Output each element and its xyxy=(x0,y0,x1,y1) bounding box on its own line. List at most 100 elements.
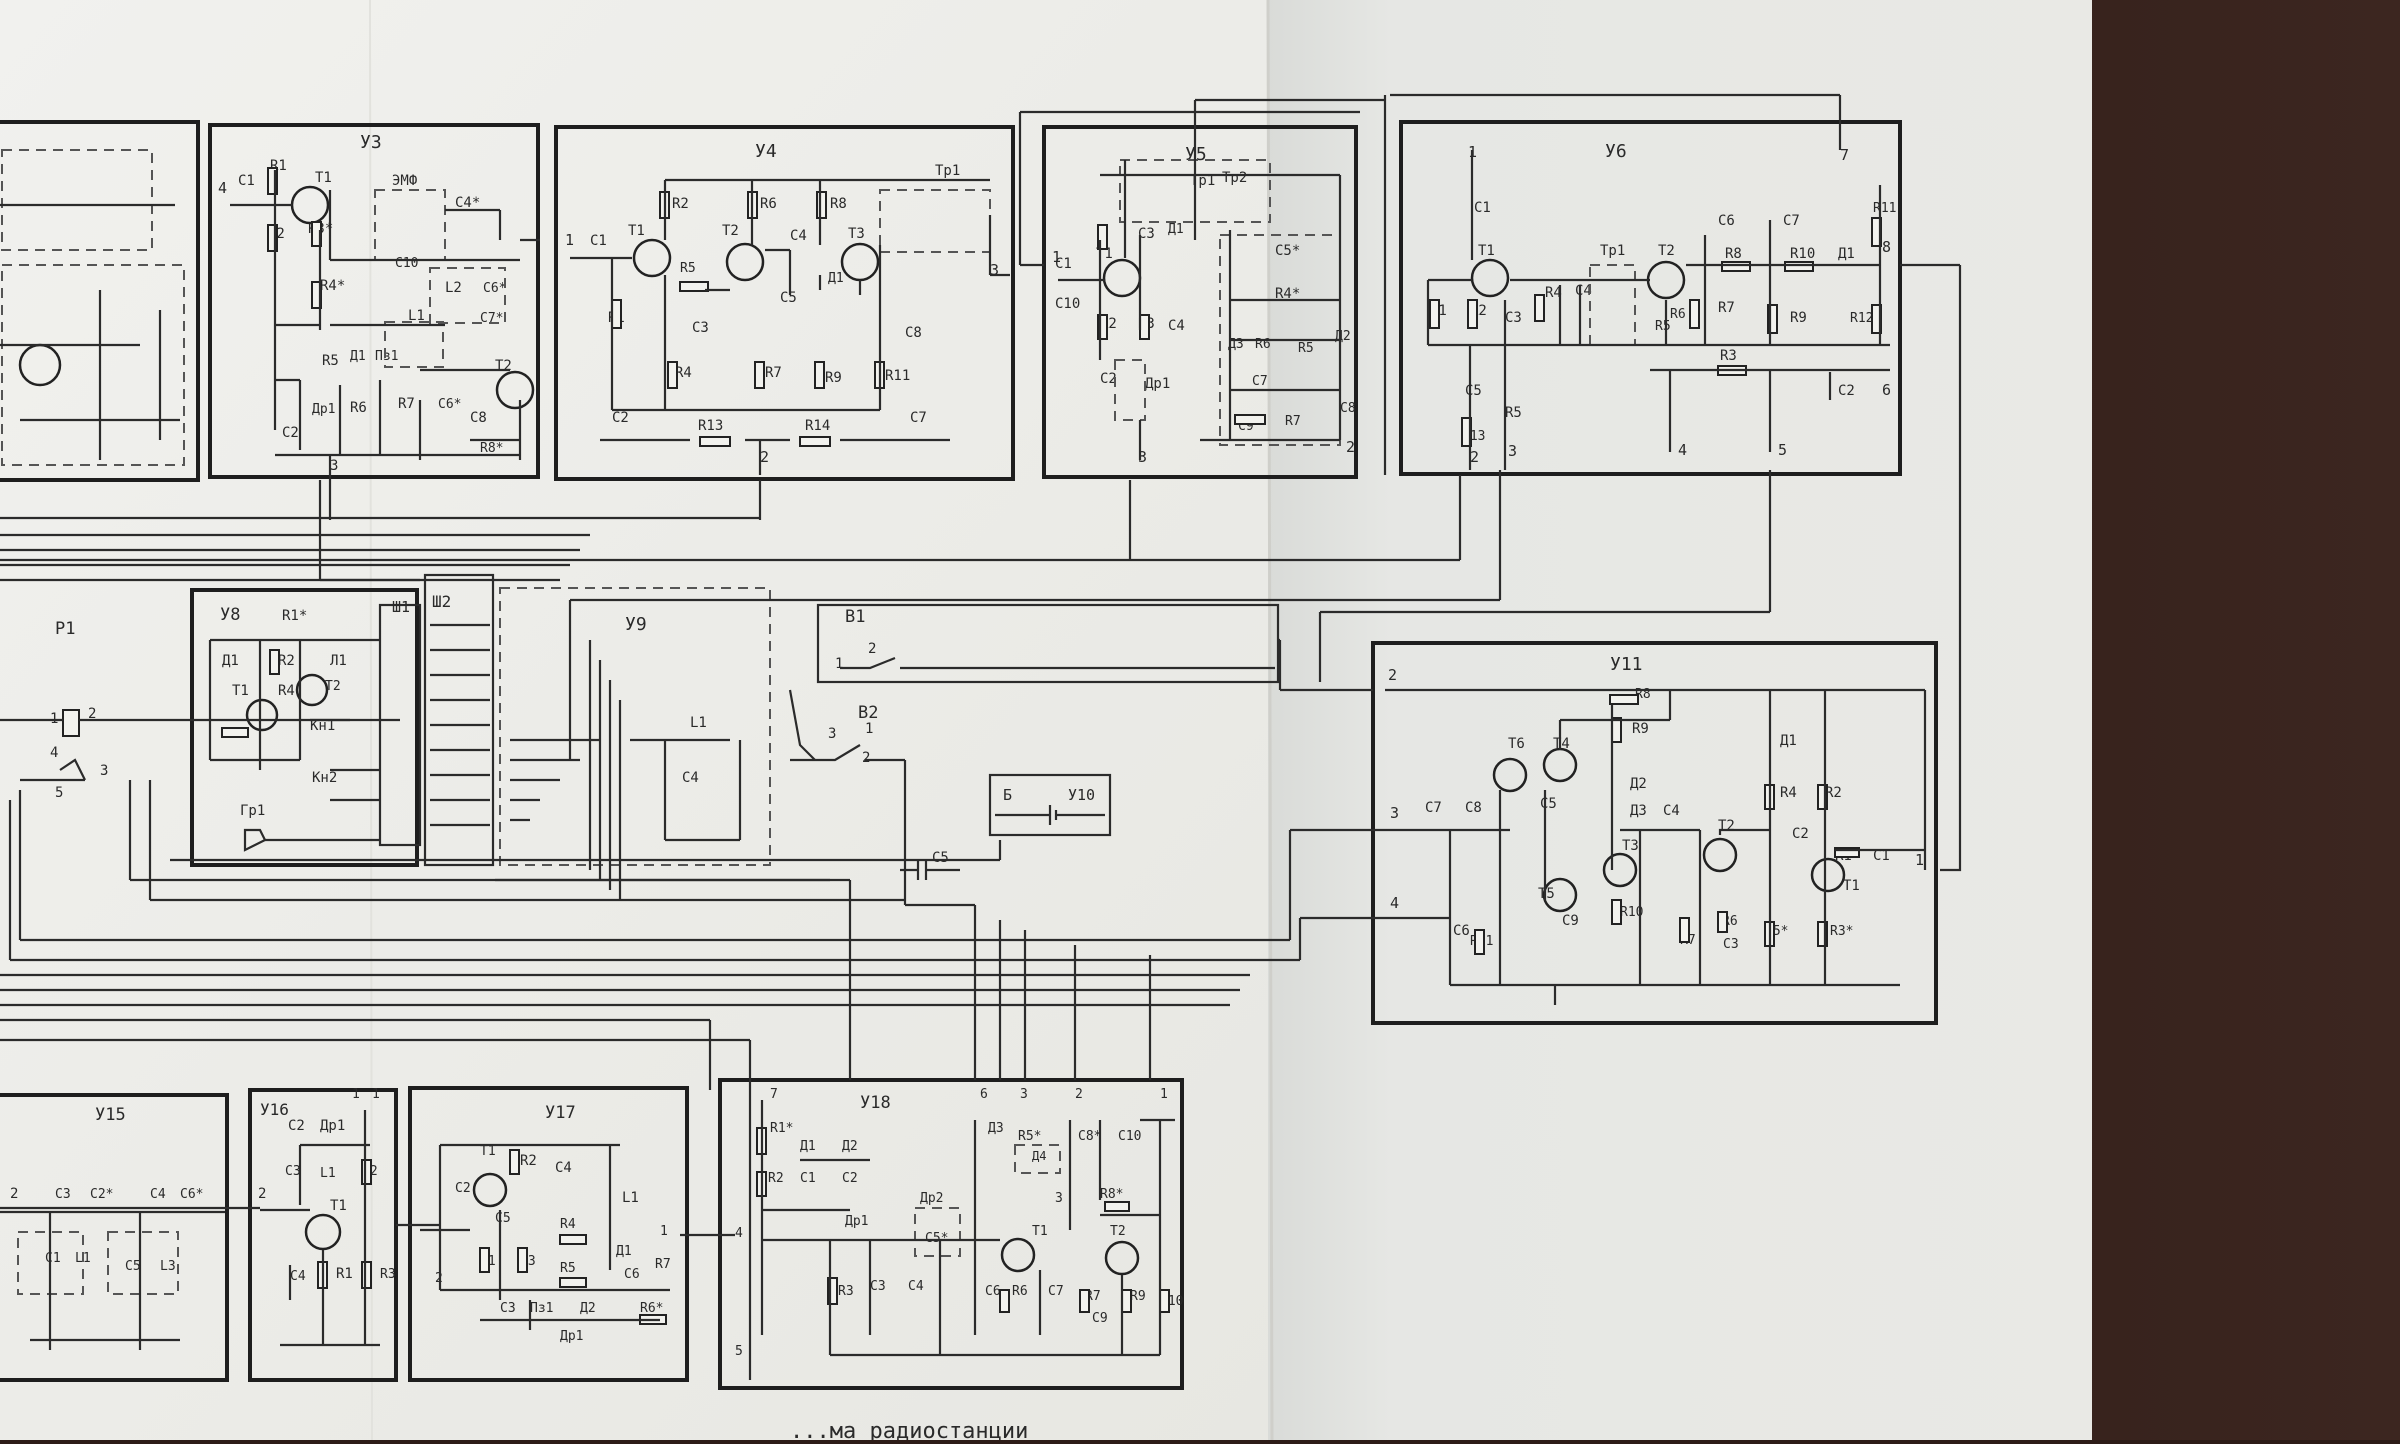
svg-text:L3: L3 xyxy=(160,1259,176,1274)
svg-text:R4: R4 xyxy=(278,683,295,699)
svg-text:С9: С9 xyxy=(1562,913,1579,929)
svg-text:Т1: Т1 xyxy=(628,223,645,239)
svg-text:Т1: Т1 xyxy=(1032,1224,1048,1239)
svg-text:8: 8 xyxy=(1882,238,1891,256)
svg-text:R3*: R3* xyxy=(1830,924,1853,939)
svg-text:С2*: С2* xyxy=(90,1187,113,1202)
svg-text:R2: R2 xyxy=(278,653,295,669)
svg-text:Гр1: Гр1 xyxy=(240,803,265,819)
svg-text:С5: С5 xyxy=(125,1259,141,1274)
svg-text:3: 3 xyxy=(828,726,836,742)
svg-text:С2: С2 xyxy=(1100,371,1117,387)
svg-text:R7: R7 xyxy=(765,365,782,381)
svg-text:С2: С2 xyxy=(612,410,629,426)
svg-text:С3: С3 xyxy=(692,320,709,336)
svg-text:L1: L1 xyxy=(408,308,425,324)
svg-text:R8*: R8* xyxy=(480,441,503,456)
svg-text:Т1: Т1 xyxy=(315,170,332,186)
svg-text:Д1: Д1 xyxy=(1780,733,1797,749)
u3-title: У3 xyxy=(360,132,382,153)
svg-text:R12: R12 xyxy=(1850,311,1873,326)
svg-text:Др1: Др1 xyxy=(560,1329,583,1344)
svg-text:С4: С4 xyxy=(908,1279,924,1294)
svg-text:С5*: С5* xyxy=(925,1231,948,1246)
block-v2: В2 3 1 2 xyxy=(790,703,907,905)
svg-text:R1*: R1* xyxy=(770,1121,793,1136)
svg-text:R6: R6 xyxy=(1670,307,1686,322)
u10-title: У10 xyxy=(1068,786,1095,804)
svg-text:С5: С5 xyxy=(1465,383,1482,399)
svg-text:Д2: Д2 xyxy=(1630,776,1647,792)
svg-text:Кн2: Кн2 xyxy=(312,770,337,786)
svg-text:С8*: С8* xyxy=(1078,1129,1101,1144)
svg-text:Т1: Т1 xyxy=(232,683,249,699)
svg-text:Т6: Т6 xyxy=(1508,736,1525,752)
svg-text:Д1: Д1 xyxy=(350,349,366,364)
block-u10: Б У10 xyxy=(988,773,1112,837)
svg-text:R1: R1 xyxy=(336,1266,353,1282)
svg-text:R7: R7 xyxy=(398,396,415,412)
svg-text:Кн1: Кн1 xyxy=(310,718,335,734)
svg-text:С6: С6 xyxy=(624,1267,640,1282)
block-v1: В1 1 2 xyxy=(816,603,1280,684)
svg-text:Т3: Т3 xyxy=(848,226,865,242)
svg-text:R5: R5 xyxy=(322,353,339,369)
svg-text:2: 2 xyxy=(1388,666,1397,684)
sh1-title: Ш1 xyxy=(392,598,410,616)
svg-text:Д1: Д1 xyxy=(222,653,239,669)
svg-text:R11: R11 xyxy=(885,368,910,384)
u16-title: У16 xyxy=(260,1100,289,1119)
block-sh1: Ш1 xyxy=(378,598,422,847)
block-u18: У18 7 6 3 2 1 4 5 3 R1* Д1 Д2 R2 С1 С2 Д… xyxy=(718,1078,1184,1390)
svg-text:Т2: Т2 xyxy=(495,358,512,374)
svg-text:С4: С4 xyxy=(555,1160,572,1176)
svg-text:С2: С2 xyxy=(455,1181,471,1196)
svg-text:R3: R3 xyxy=(380,1267,396,1282)
svg-text:R4: R4 xyxy=(675,365,692,381)
svg-text:С3: С3 xyxy=(55,1187,71,1202)
block-sh2: Ш2 xyxy=(423,573,495,867)
svg-text:R7: R7 xyxy=(655,1257,671,1272)
u15-title: У15 xyxy=(95,1105,126,1125)
svg-text:R5: R5 xyxy=(1655,319,1671,334)
svg-text:С7: С7 xyxy=(1783,213,1800,229)
svg-text:Т2: Т2 xyxy=(1658,243,1675,259)
svg-text:R5: R5 xyxy=(560,1261,576,1276)
svg-text:Пз1: Пз1 xyxy=(375,349,398,364)
svg-text:Др2: Др2 xyxy=(920,1191,943,1206)
svg-text:R9: R9 xyxy=(1130,1289,1146,1304)
svg-text:5: 5 xyxy=(1778,441,1787,459)
svg-text:2: 2 xyxy=(1075,1087,1083,1102)
svg-text:R5: R5 xyxy=(1298,341,1314,356)
svg-text:С4: С4 xyxy=(682,770,699,786)
block-u11: У11 2 3 4 1 Т6 Т4 R8 R9 Д2 Д3 С7 С8 С5 С… xyxy=(1371,641,1938,1025)
svg-text:2: 2 xyxy=(258,1186,266,1202)
block-u4: У4 1 3 2 R2 R6 R8 Тр1 С1 Т1 Т2 С4 Т3 С5 … xyxy=(554,125,1015,481)
svg-text:Д4: Д4 xyxy=(1032,1149,1046,1163)
svg-text:С8: С8 xyxy=(470,410,487,426)
svg-text:3: 3 xyxy=(1390,804,1399,822)
svg-text:1: 1 xyxy=(835,656,843,672)
svg-text:С1: С1 xyxy=(1055,256,1072,272)
svg-text:Др1: Др1 xyxy=(312,402,335,417)
svg-text:Д1: Д1 xyxy=(828,271,844,286)
svg-text:С6: С6 xyxy=(985,1284,1001,1299)
u9-title: У9 xyxy=(625,614,647,635)
svg-text:3: 3 xyxy=(1055,1191,1063,1206)
svg-text:С5: С5 xyxy=(1540,796,1557,812)
u17-title: У17 xyxy=(545,1103,576,1123)
svg-text:R11: R11 xyxy=(1873,201,1896,216)
svg-text:Д2: Д2 xyxy=(1335,329,1351,344)
svg-text:Б: Б xyxy=(1003,786,1012,804)
svg-text:С6*: С6* xyxy=(180,1187,203,1202)
svg-text:3: 3 xyxy=(1020,1087,1028,1102)
block-c5: С5 xyxy=(900,850,960,880)
svg-text:R9: R9 xyxy=(1790,310,1807,326)
svg-text:С1: С1 xyxy=(45,1251,61,1266)
svg-text:С8: С8 xyxy=(905,325,922,341)
svg-text:5: 5 xyxy=(55,785,63,801)
svg-text:С3: С3 xyxy=(870,1279,886,1294)
svg-text:2: 2 xyxy=(862,750,870,766)
svg-text:R4: R4 xyxy=(560,1217,576,1232)
